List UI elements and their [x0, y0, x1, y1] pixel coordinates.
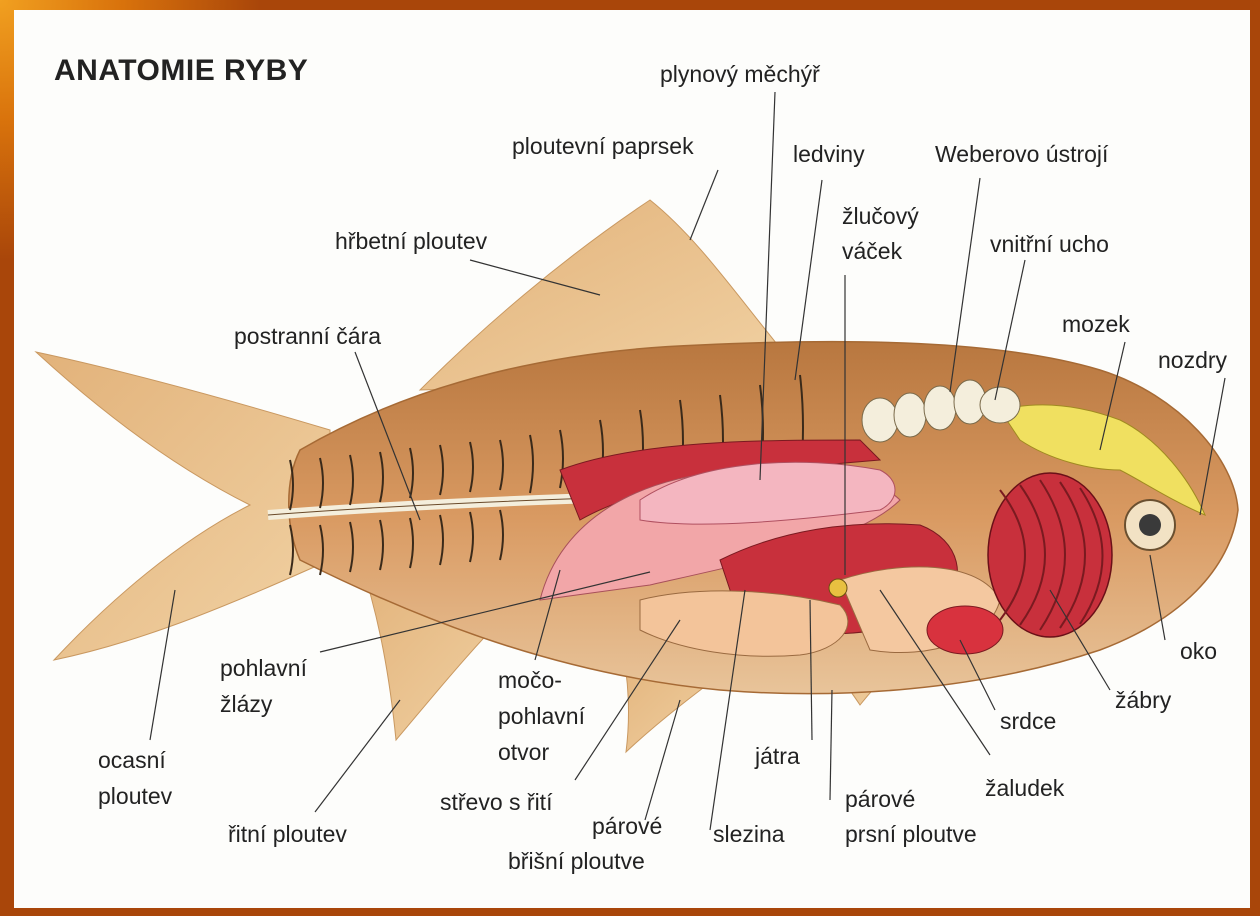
label-srdce: srdce — [1000, 705, 1056, 737]
label-plynovy-mechyr: plynový měchýř — [660, 58, 820, 90]
label-zlucovy-line1: žlučový — [842, 200, 919, 232]
diagram-title: ANATOMIE RYBY — [54, 54, 308, 88]
label-weberovo-ustroji: Weberovo ústrojí — [935, 138, 1108, 170]
label-slezina: slezina — [713, 818, 785, 850]
label-moco-line1: močo- — [498, 664, 562, 696]
label-ploutevni-paprsek: ploutevní paprsek — [512, 130, 694, 162]
heart — [927, 606, 1003, 654]
label-ritni-ploutev: řitní ploutev — [228, 818, 347, 850]
label-ledviny: ledviny — [793, 138, 865, 170]
tail-fin — [36, 352, 330, 660]
label-moco-line3: otvor — [498, 736, 549, 768]
label-zabry: žábry — [1115, 684, 1171, 716]
label-strevo: střevo s řití — [440, 786, 552, 818]
label-parove-prsni-line1: párové — [845, 783, 915, 815]
label-postranni-cara: postranní čára — [234, 320, 381, 352]
label-parove-bris-line1: párové — [592, 810, 662, 842]
label-zlucovy-line2: váček — [842, 235, 902, 267]
label-jatra: játra — [755, 740, 800, 772]
label-parove-prsni-line2: prsní ploutve — [845, 818, 977, 850]
gills — [988, 473, 1112, 637]
label-pohlavni-line2: žlázy — [220, 688, 272, 720]
label-ocasni-line2: ploutev — [98, 780, 172, 812]
label-ocasni-line1: ocasní — [98, 744, 166, 776]
label-moco-line2: pohlavní — [498, 700, 585, 732]
label-oko: oko — [1180, 635, 1217, 667]
gall-bladder — [829, 579, 847, 597]
label-mozek: mozek — [1062, 308, 1130, 340]
eye-pupil — [1139, 514, 1161, 536]
label-vnitrni-ucho: vnitřní ucho — [990, 228, 1109, 260]
label-hrbetni-ploutev: hřbetní ploutev — [335, 225, 487, 257]
label-parove-bris-line2: břišní ploutve — [508, 845, 645, 877]
label-zaludek: žaludek — [985, 772, 1064, 804]
label-pohlavni-line1: pohlavní — [220, 652, 307, 684]
label-nozdry: nozdry — [1158, 344, 1227, 376]
